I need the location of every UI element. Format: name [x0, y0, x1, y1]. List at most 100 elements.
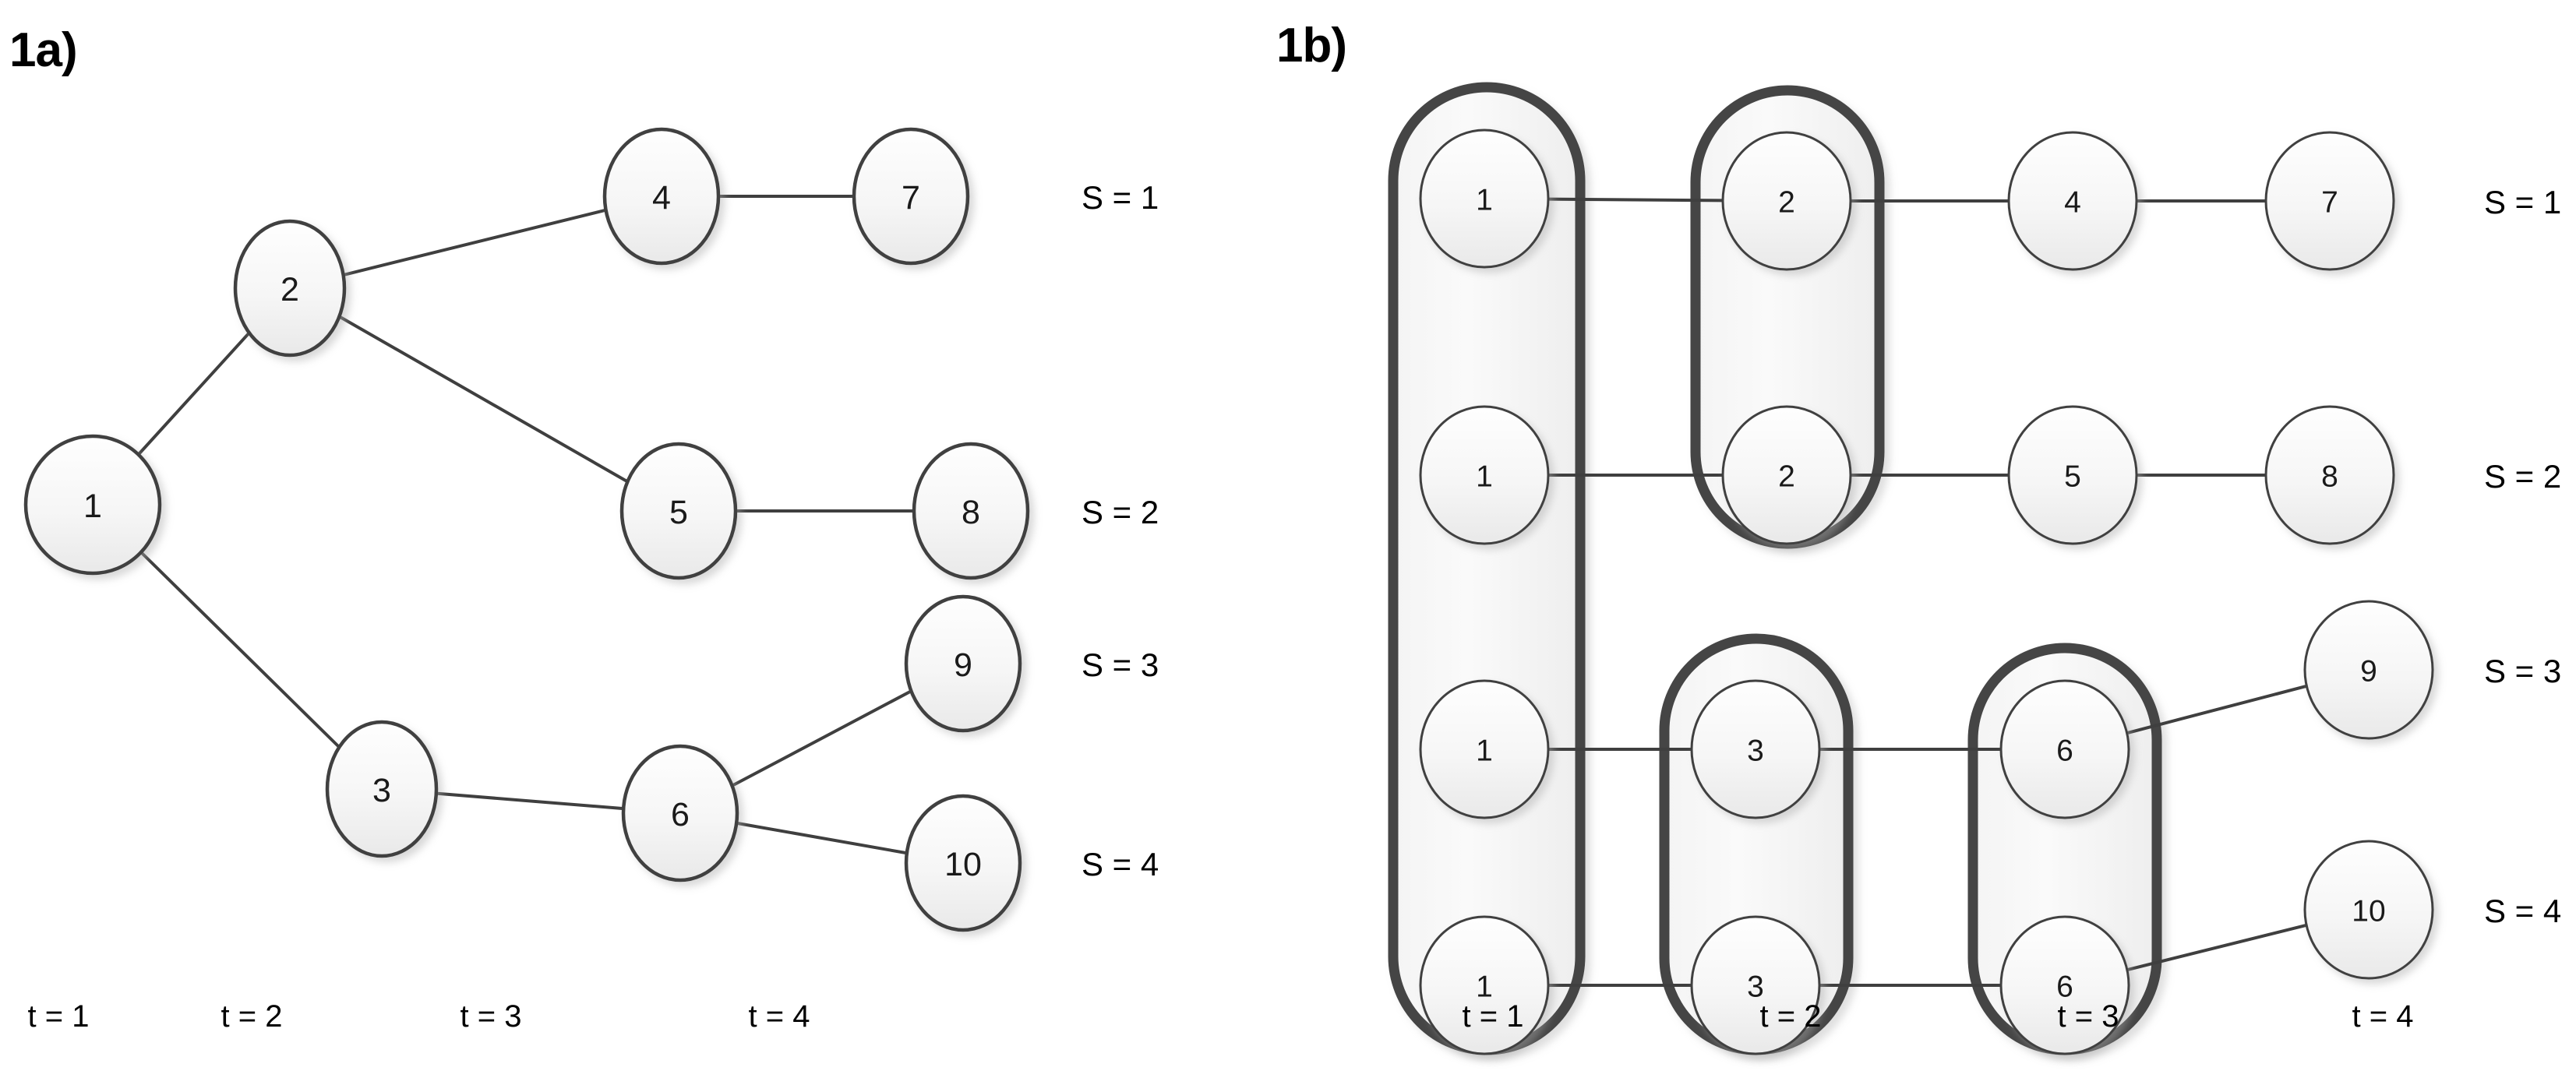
node-label: 10	[2352, 895, 2385, 928]
node-label: 1	[1476, 460, 1493, 494]
edge-a1-a3	[139, 550, 341, 749]
node-b8[interactable]: 8	[2264, 405, 2395, 545]
node-circle	[1721, 405, 1852, 545]
state-label-a-3: S = 4	[1082, 846, 1159, 882]
node-b6a[interactable]: 6	[1999, 679, 2130, 819]
time-axis-label-a-2: t = 3	[460, 999, 522, 1034]
panel-b-edges-layer	[1546, 197, 2309, 987]
node-circle	[621, 744, 739, 882]
node-b9[interactable]: 9	[2303, 600, 2434, 740]
node-circle	[1419, 915, 1550, 1055]
time-axis-label-b-0: t = 1	[1462, 999, 1524, 1034]
node-label: 1	[1476, 970, 1493, 1004]
node-label: 3	[372, 772, 391, 809]
node-b3a[interactable]: 3	[1690, 679, 1821, 819]
node-b2a[interactable]: 2	[1721, 131, 1852, 271]
node-label: 5	[669, 494, 688, 531]
node-label: 2	[1778, 186, 1795, 220]
edge-a6-a9	[730, 689, 913, 787]
node-b10[interactable]: 10	[2303, 840, 2434, 980]
node-circle	[1721, 131, 1852, 271]
edge-b1a-b2a	[1546, 197, 1725, 203]
node-circle	[619, 442, 738, 580]
node-circle	[1690, 679, 1821, 819]
node-label: 6	[2056, 970, 2073, 1004]
node-a8[interactable]: 8	[912, 442, 1030, 580]
node-circle	[904, 794, 1022, 932]
node-b6b[interactable]: 6	[1999, 915, 2130, 1055]
edge-a1-a2	[136, 331, 251, 456]
node-a7[interactable]: 7	[852, 127, 970, 266]
node-label: 8	[2321, 460, 2338, 494]
node-circle	[2007, 131, 2138, 271]
node-label: 2	[281, 271, 299, 308]
node-b3b[interactable]: 3	[1690, 915, 1821, 1055]
node-label: 9	[954, 646, 972, 684]
edge-b6b-b10	[2125, 923, 2309, 972]
node-b7[interactable]: 7	[2264, 131, 2395, 271]
edge-a2-a5	[337, 315, 630, 484]
node-a4[interactable]: 4	[602, 127, 721, 266]
edge-a3-a6	[434, 791, 626, 811]
node-label: 5	[2064, 460, 2081, 494]
node-b1a[interactable]: 1	[1419, 129, 1550, 269]
state-label-b-3: S = 4	[2484, 893, 2562, 929]
node-label: 3	[1747, 734, 1764, 768]
node-label: 7	[902, 179, 920, 217]
node-b1c[interactable]: 1	[1419, 679, 1550, 819]
node-b4[interactable]: 4	[2007, 131, 2138, 271]
node-circle	[325, 720, 439, 858]
node-label: 4	[652, 179, 671, 217]
node-label: 2	[1778, 460, 1795, 494]
node-label: 9	[2360, 655, 2377, 689]
node-circle	[1999, 679, 2130, 819]
node-circle	[852, 127, 970, 266]
time-axis-label-a-3: t = 4	[748, 999, 810, 1034]
state-label-b-0: S = 1	[2484, 184, 2562, 220]
node-a5[interactable]: 5	[619, 442, 738, 580]
state-label-b-2: S = 3	[2484, 653, 2562, 689]
time-axis-label-b-1: t = 2	[1759, 999, 1822, 1034]
node-b5[interactable]: 5	[2007, 405, 2138, 545]
panel-a-edges-layer	[136, 195, 916, 855]
node-b1b[interactable]: 1	[1419, 405, 1550, 545]
state-label-b-1: S = 2	[2484, 458, 2562, 495]
node-b2b[interactable]: 2	[1721, 405, 1852, 545]
panel-b-nodes-layer: 1 1 1 1 2 2 3 3 4 5 6 6 7 8 9 10	[1419, 129, 2434, 1055]
node-circle	[2264, 405, 2395, 545]
node-label: 6	[671, 796, 690, 833]
node-label: 10	[944, 846, 982, 883]
node-circle	[2303, 840, 2434, 980]
node-circle	[904, 594, 1022, 733]
state-label-a-1: S = 2	[1082, 494, 1159, 530]
node-circle	[1999, 915, 2130, 1055]
node-a6[interactable]: 6	[621, 744, 739, 882]
panel-b-label: 1b)	[1276, 19, 1347, 72]
time-axis-label-b-3: t = 4	[2352, 999, 2414, 1034]
node-circle	[1419, 405, 1550, 545]
node-b1d[interactable]: 1	[1419, 915, 1550, 1055]
node-label: 1	[83, 488, 102, 525]
node-circle	[233, 219, 347, 358]
node-circle	[1690, 915, 1821, 1055]
node-a9[interactable]: 9	[904, 594, 1022, 733]
edge-a2-a4	[341, 208, 608, 277]
node-a3[interactable]: 3	[325, 720, 439, 858]
node-a10[interactable]: 10	[904, 794, 1022, 932]
node-label: 7	[2321, 186, 2338, 220]
node-circle	[2264, 131, 2395, 271]
node-a2[interactable]: 2	[233, 219, 347, 358]
node-label: 1	[1476, 734, 1493, 768]
node-label: 8	[962, 494, 980, 531]
node-circle	[2007, 405, 2138, 545]
node-label: 4	[2064, 186, 2081, 220]
time-axis-label-a-1: t = 2	[221, 999, 283, 1034]
time-axis-label-a-0: t = 1	[27, 999, 90, 1034]
node-a1[interactable]: 1	[23, 434, 162, 576]
panel-a-nodes-layer: 1 2 3 4 5 6 7 8 9 10	[23, 127, 1030, 932]
edge-a6-a10	[735, 821, 909, 855]
node-label: 6	[2056, 734, 2073, 768]
node-circle	[602, 127, 721, 266]
